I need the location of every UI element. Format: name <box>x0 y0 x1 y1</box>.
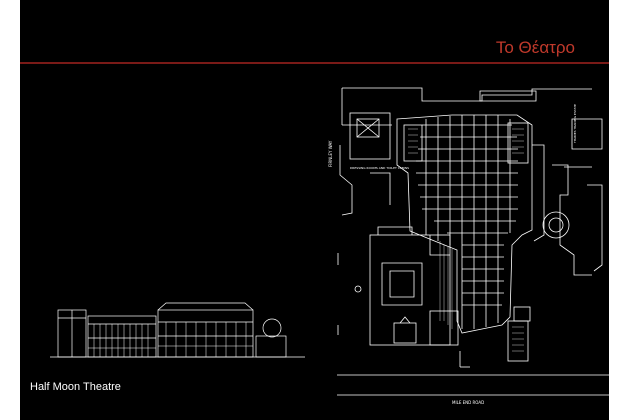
slide: Το Θέατρο <box>20 0 609 420</box>
site-plan: FIRNLEY WAY DRESSING ROOMS AND TOILET CA… <box>328 87 609 405</box>
elevation-drawing <box>50 302 305 358</box>
slide-title: Το Θέατρο <box>495 38 575 57</box>
plan-label-street: FIRNLEY WAY <box>328 140 333 167</box>
plan-label-dressing-rooms: DRESSING ROOMS AND TOILET CABINS <box>350 166 409 170</box>
title-rule <box>20 62 609 64</box>
plan-label-top-right: THAMES TRADING ESTATE <box>573 104 577 144</box>
caption: Half Moon Theatre <box>30 381 121 393</box>
plan-label-road: MILE END ROAD <box>452 400 484 405</box>
